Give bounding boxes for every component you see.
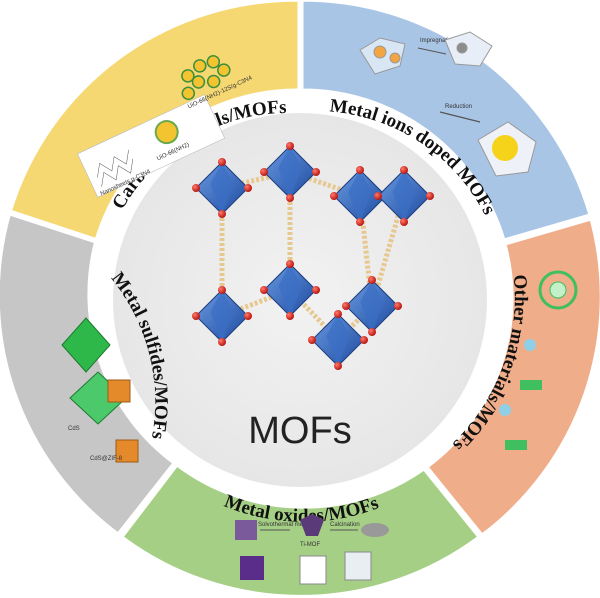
label-reduction: Reduction [445, 104, 472, 110]
green-framework-icon [538, 270, 578, 310]
oxygen-atom [286, 194, 294, 202]
metal-octahedron-face [278, 264, 302, 316]
green-cylinder-icon [505, 440, 527, 450]
oxygen-atom [286, 260, 294, 268]
oxygen-atom [374, 192, 382, 200]
oxygen-atom [244, 312, 252, 320]
metal-oxides-illustration: Solvothermal method Ti-MOF Calcination [235, 514, 389, 585]
oxygen-atom [426, 192, 434, 200]
segment-metal-oxides [119, 462, 482, 598]
cds-crystal-icon [115, 439, 139, 463]
green-octahedron-icon [61, 317, 111, 373]
label-calcination: Calcination [330, 522, 360, 528]
center-title: MOFs [248, 410, 351, 452]
oxygen-atom [360, 336, 368, 344]
oxygen-atom [192, 312, 200, 320]
mof-frame-icon [444, 31, 493, 67]
particle-icon [524, 339, 536, 351]
oxygen-atom [330, 192, 338, 200]
other-materials-illustration [499, 270, 578, 450]
metal-octahedron-face [326, 314, 350, 366]
cds-crystal-icon [107, 379, 131, 403]
label-impregnation: Impregnation [420, 38, 455, 44]
metal-octahedron-face [278, 146, 302, 198]
green-cylinder-icon [520, 380, 542, 390]
arrow-icon [439, 111, 481, 123]
oxygen-atom [218, 338, 226, 346]
metal-octahedron-face [392, 170, 416, 222]
composite-cluster-icon [181, 55, 231, 101]
metal-octahedron-face [348, 170, 372, 222]
oxygen-atom [286, 142, 294, 150]
oxygen-atom [260, 286, 268, 294]
oxygen-atom [286, 312, 294, 320]
oxygen-atom [192, 184, 200, 192]
oxygen-atom [400, 166, 408, 174]
oxygen-atom [400, 218, 408, 226]
oxygen-atom [218, 158, 226, 166]
oxygen-atom [312, 168, 320, 176]
label-cds: CdS [68, 426, 80, 432]
g-c3n4-nanosheet-icon [97, 149, 134, 187]
metal-sulfides-illustration: CdS CdS@ZIF-8 [61, 317, 139, 463]
oxygen-atom [244, 184, 252, 192]
particle-icon [499, 404, 511, 416]
metal-ions-doped-illustration: Impregnation Reduction [359, 31, 537, 177]
uio66-particle-icon [154, 120, 179, 145]
oxygen-atom [312, 286, 320, 294]
precursor-icon [235, 520, 257, 540]
metal-octahedron-face [210, 162, 234, 214]
oxygen-atom [356, 166, 364, 174]
oxygen-atom [334, 310, 342, 318]
oxygen-atom [218, 286, 226, 294]
beaker-icon [299, 555, 327, 585]
oxygen-atom [260, 168, 268, 176]
ti-mof-icon [300, 514, 324, 536]
oxygen-atom [218, 210, 226, 218]
label-solvothermal: Solvothermal method [258, 522, 315, 528]
oxide-framework-icon [240, 556, 264, 580]
metal-octahedron-face [360, 280, 384, 332]
oxygen-atom [342, 302, 350, 310]
beaker-icon [344, 551, 372, 581]
oxide-particle-icon [361, 523, 389, 537]
oxygen-atom [394, 302, 402, 310]
oxygen-atom [334, 362, 342, 370]
label-cds-zif8: CdS@ZIF-8 [90, 456, 123, 462]
oxygen-atom [368, 276, 376, 284]
mof-crystal-structure [192, 142, 434, 370]
metal-octahedron-face [210, 290, 234, 342]
oxygen-atom [368, 328, 376, 336]
oxygen-atom [356, 218, 364, 226]
mof-frame-icon [359, 37, 406, 75]
arrow-icon [417, 47, 447, 55]
doped-nanoparticle-icon [477, 121, 537, 177]
oxygen-atom [308, 336, 316, 344]
label-ti-mof: Ti-MOF [300, 542, 320, 548]
